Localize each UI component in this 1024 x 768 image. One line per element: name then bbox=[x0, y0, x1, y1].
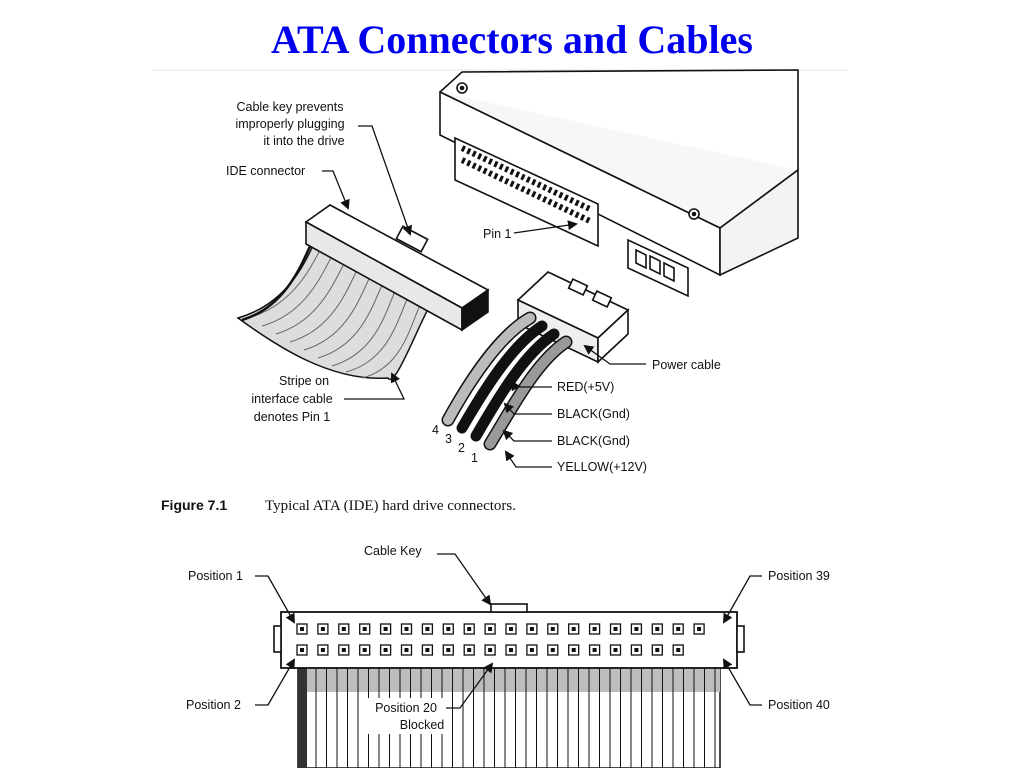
label-position-2: Position 2 bbox=[186, 698, 241, 712]
pin-contact bbox=[550, 648, 555, 652]
pin-contact bbox=[446, 627, 451, 631]
label-power-cable: Power cable bbox=[652, 358, 721, 372]
label-wire-num-1: 1 bbox=[471, 451, 478, 465]
ribbon-stripe bbox=[298, 668, 307, 768]
label-wire-red: RED(+5V) bbox=[557, 380, 614, 394]
pin-contact bbox=[341, 648, 346, 652]
header-ear-right bbox=[736, 625, 745, 653]
pin-contact bbox=[655, 627, 660, 631]
pin-contact bbox=[383, 648, 388, 652]
label-ide-connector: IDE connector bbox=[226, 164, 305, 178]
label-position-20: Position 20 bbox=[375, 701, 437, 715]
pin-contact bbox=[550, 627, 555, 631]
pin-contact bbox=[404, 627, 409, 631]
position20-label-bg bbox=[368, 698, 444, 734]
pin-contact bbox=[362, 627, 367, 631]
figure-bottom: Cable Key Position 1 Position 39 Positio… bbox=[186, 544, 830, 768]
pin-contact bbox=[488, 627, 493, 631]
pin-contact bbox=[655, 648, 660, 652]
pin-contact bbox=[320, 627, 325, 631]
label-position-39: Position 39 bbox=[768, 569, 830, 583]
label-wire-yellow: YELLOW(+12V) bbox=[557, 460, 647, 474]
pin-contact bbox=[425, 627, 430, 631]
pin-contact bbox=[676, 627, 681, 631]
pin-contact bbox=[509, 627, 513, 631]
label-wire-num-4: 4 bbox=[432, 423, 439, 437]
pin-contact bbox=[613, 627, 618, 631]
pin-contact bbox=[341, 627, 346, 631]
header-body bbox=[280, 611, 738, 669]
label-cable-key-2: improperly plugging bbox=[235, 117, 344, 131]
label-position-20-blocked: Blocked bbox=[400, 718, 445, 732]
label-wire-num-3: 3 bbox=[445, 432, 452, 446]
pin-contact bbox=[592, 648, 597, 652]
pin-grid bbox=[296, 623, 705, 656]
pin-contact bbox=[571, 648, 576, 652]
hard-drive bbox=[439, 69, 799, 298]
pin-contact bbox=[571, 627, 576, 631]
pin-contact bbox=[488, 648, 493, 652]
pin-contact bbox=[320, 648, 325, 652]
bottom-leaders bbox=[255, 553, 762, 709]
pin-contact bbox=[467, 627, 472, 631]
figure-top: Cable key prevents improperly plugging i… bbox=[161, 69, 799, 514]
label-wire-black-2: BLACK(Gnd) bbox=[557, 434, 630, 448]
label-stripe-3: denotes Pin 1 bbox=[254, 410, 330, 424]
pin-contact bbox=[634, 627, 639, 631]
label-stripe-1: Stripe on bbox=[279, 374, 329, 388]
label-pin1: Pin 1 bbox=[483, 227, 512, 241]
power-wires bbox=[441, 311, 573, 451]
pin-contact bbox=[676, 648, 681, 652]
pin-contact bbox=[697, 627, 702, 631]
pin-contact bbox=[383, 627, 388, 631]
figure-caption-label: Figure 7.1 bbox=[161, 497, 227, 513]
pin-contact bbox=[300, 627, 304, 631]
label-wire-black-1: BLACK(Gnd) bbox=[557, 407, 630, 421]
label-cable-key: Cable Key bbox=[364, 544, 422, 558]
pin-contact bbox=[300, 648, 304, 652]
figure-caption-text: Typical ATA (IDE) hard drive connectors. bbox=[265, 498, 516, 514]
ribbon-shade bbox=[298, 668, 720, 692]
label-cable-key-1: Cable key prevents bbox=[236, 100, 343, 114]
pin-contact bbox=[425, 648, 430, 652]
pin-contact bbox=[529, 648, 534, 652]
label-wire-num-2: 2 bbox=[458, 441, 465, 455]
pin-contact bbox=[509, 648, 513, 652]
cable-key-notch bbox=[490, 603, 528, 613]
pin-contact bbox=[404, 648, 409, 652]
pin-contact bbox=[446, 648, 451, 652]
label-position-1: Position 1 bbox=[188, 569, 243, 583]
label-stripe-2: interface cable bbox=[251, 392, 332, 406]
top-leaders bbox=[322, 125, 646, 468]
pin-contact bbox=[529, 627, 534, 631]
pin-contact bbox=[467, 648, 472, 652]
label-position-40: Position 40 bbox=[768, 698, 830, 712]
header-ear-left bbox=[273, 625, 282, 653]
ribbon-wires bbox=[315, 668, 716, 768]
label-cable-key-3: it into the drive bbox=[263, 134, 344, 148]
ide-connector bbox=[304, 204, 490, 332]
pin-contact bbox=[634, 648, 639, 652]
slide-title: ATA Connectors and Cables bbox=[271, 17, 753, 62]
pin-contact bbox=[362, 648, 367, 652]
pin-contact bbox=[613, 648, 618, 652]
pin-contact bbox=[592, 627, 597, 631]
